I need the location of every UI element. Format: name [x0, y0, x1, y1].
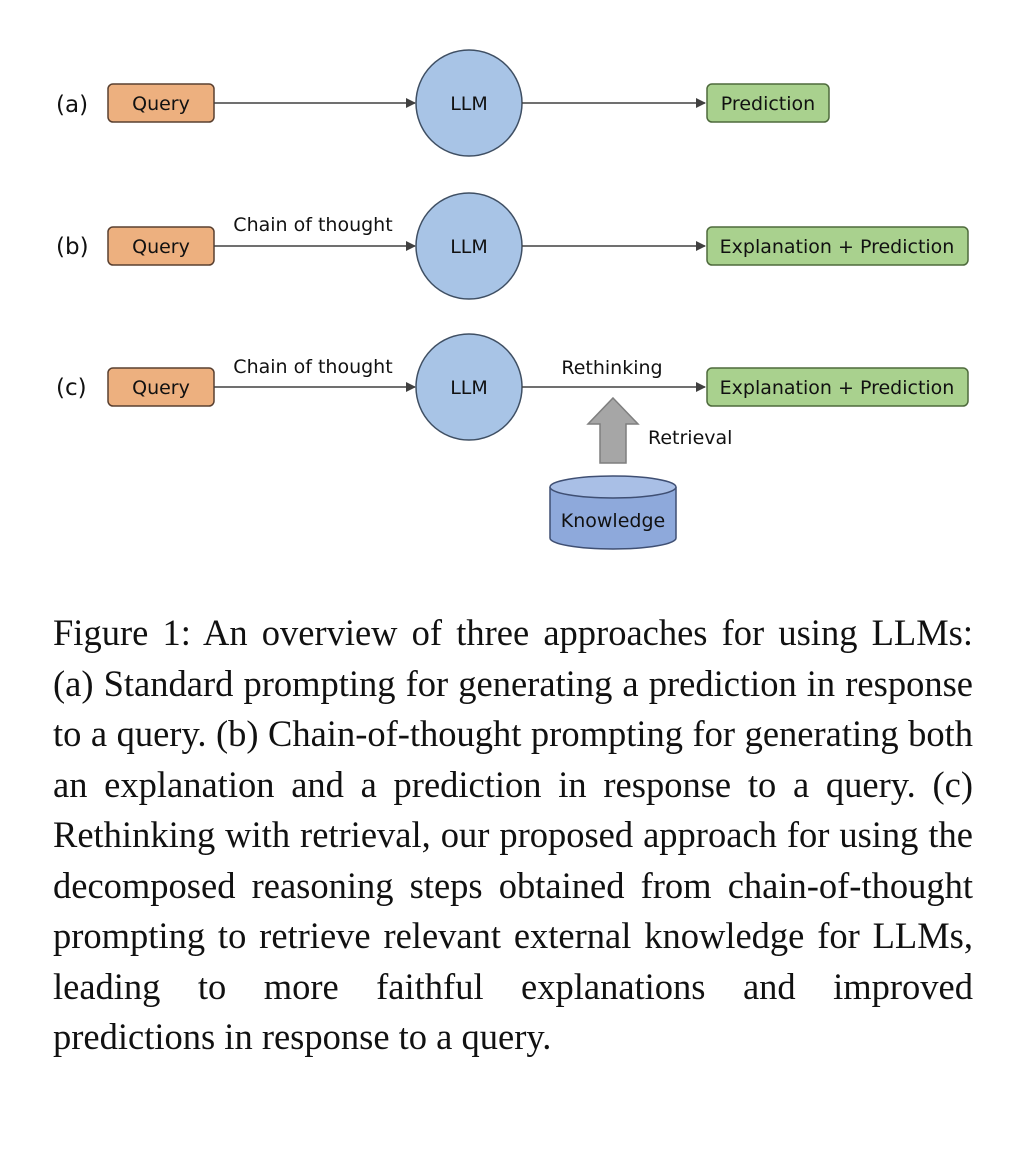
llm-label-b: LLM	[450, 236, 488, 258]
rethinking-label-c: Rethinking	[561, 357, 662, 379]
query-label-c: Query	[132, 377, 190, 399]
figure-caption: Figure 1: An overview of three approache…	[53, 612, 973, 1057]
output-label-c: Explanation + Prediction	[720, 377, 955, 399]
row-c: (c) Query Chain of thought LLM Rethinkin…	[56, 333, 969, 550]
row-label-b: (b)	[56, 234, 89, 260]
query-label-b: Query	[132, 236, 190, 258]
llm-label-a: LLM	[450, 93, 488, 115]
chain-of-thought-label-b: Chain of thought	[233, 214, 392, 236]
output-label-b: Explanation + Prediction	[720, 236, 955, 258]
retrieval-label: Retrieval	[648, 427, 732, 449]
llm-label-c: LLM	[450, 377, 488, 399]
row-b: (b) Query Chain of thought LLM Explanati…	[56, 192, 969, 300]
output-box-a	[706, 83, 830, 123]
row-label-a: (a)	[56, 92, 88, 118]
output-label-a: Prediction	[721, 93, 815, 115]
row-label-c: (c)	[56, 375, 87, 401]
output-box-c	[706, 367, 969, 407]
query-label-a: Query	[132, 93, 190, 115]
retrieval-arrow	[586, 396, 640, 464]
chain-of-thought-label-c: Chain of thought	[233, 356, 392, 378]
knowledge-label: Knowledge	[561, 510, 665, 532]
row-a: (a) Query LLM Prediction	[56, 49, 830, 157]
approaches-diagram: (a) Query LLM Prediction (b) Query Chain…	[56, 49, 969, 550]
output-box-b	[706, 226, 969, 266]
knowledge-cylinder	[549, 475, 677, 550]
